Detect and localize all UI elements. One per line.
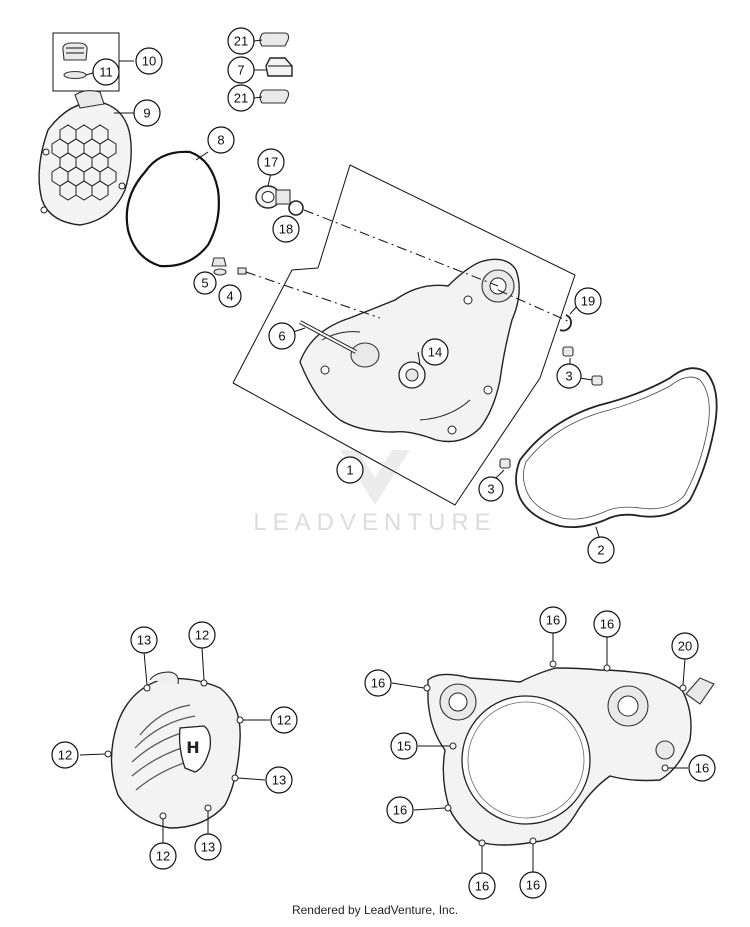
callout-label: 7 (237, 63, 244, 78)
callout-label: 16 (526, 878, 540, 893)
callout-label: 9 (143, 106, 150, 121)
callout-12[interactable]: 12 (149, 842, 177, 870)
callout-label: 16 (475, 879, 489, 894)
callout-12[interactable]: 12 (51, 741, 79, 769)
callout-label: 3 (565, 369, 572, 384)
cover-gasket-ring (125, 150, 220, 268)
callout-label: 8 (217, 133, 224, 148)
callout-label: 13 (272, 773, 286, 788)
assembly-lines (245, 209, 571, 366)
callout-label: 2 (597, 543, 604, 558)
inner-clutch-cover (299, 258, 520, 443)
callout-11[interactable]: 11 (92, 58, 120, 86)
callout-19[interactable]: 19 (574, 287, 602, 315)
callout-21[interactable]: 21 (227, 27, 255, 55)
callout-label: 16 (546, 613, 560, 628)
callout-label: 12 (195, 628, 209, 643)
callout-label: 16 (393, 803, 407, 818)
callout-2[interactable]: 2 (587, 536, 615, 564)
clutch-cover-frame (232, 164, 576, 506)
callout-15[interactable]: 15 (390, 732, 418, 760)
callout-3[interactable]: 3 (556, 363, 582, 389)
callout-label: 5 (201, 276, 208, 291)
callout-label: 1 (346, 463, 353, 478)
callout-label: 16 (600, 617, 614, 632)
callout-13[interactable]: 13 (130, 626, 158, 654)
husqvarna-logo: H (186, 738, 199, 757)
callout-13[interactable]: 13 (194, 833, 222, 861)
callout-label: 13 (137, 633, 151, 648)
callout-label: 16 (695, 761, 709, 776)
callout-16[interactable]: 16 (688, 754, 716, 782)
callout-5[interactable]: 5 (193, 271, 217, 295)
callout-label: 20 (678, 639, 692, 654)
callout-label: 21 (234, 34, 248, 49)
callout-18[interactable]: 18 (272, 215, 300, 243)
callout-3[interactable]: 3 (478, 476, 504, 502)
filler-cap-assembly (52, 32, 134, 92)
footer-credit: Rendered by LeadVenture, Inc. (291, 903, 459, 917)
callout-4[interactable]: 4 (218, 284, 242, 308)
clutch-cover-gasket (515, 367, 718, 541)
callout-16[interactable]: 16 (519, 871, 547, 899)
callout-label: 12 (277, 713, 291, 728)
callout-1[interactable]: 1 (336, 456, 364, 484)
callout-label: 3 (487, 482, 494, 497)
outer-cover-husqvarna: H (79, 647, 270, 843)
callout-label: 11 (99, 65, 113, 80)
callout-16[interactable]: 16 (593, 610, 621, 638)
callout-label: 16 (371, 676, 385, 691)
shaft (292, 320, 357, 354)
callout-12[interactable]: 12 (270, 706, 298, 734)
callout-label: 15 (397, 739, 411, 754)
plug-and-seals (253, 32, 293, 104)
callout-label: 13 (201, 840, 215, 855)
watermark-text: LEADVENTURE (253, 509, 496, 536)
callout-20[interactable]: 20 (671, 632, 699, 660)
callout-label: 12 (58, 748, 72, 763)
callout-label: 18 (279, 222, 293, 237)
callout-14[interactable]: 14 (421, 338, 449, 366)
callout-21[interactable]: 21 (227, 84, 255, 112)
callout-10[interactable]: 10 (135, 47, 163, 75)
callout-label: 14 (428, 345, 442, 360)
circlip (559, 304, 579, 332)
inner-cover-back (391, 632, 715, 872)
callout-17[interactable]: 17 (257, 148, 285, 176)
callout-label: 21 (234, 91, 248, 106)
shaft-seal-and-ring (255, 172, 304, 216)
outer-clutch-cover (38, 89, 134, 226)
callout-label: 6 (278, 329, 285, 344)
callout-9[interactable]: 9 (133, 99, 161, 127)
screw-plug-and-washer (211, 257, 247, 276)
callout-16[interactable]: 16 (539, 606, 567, 634)
dowel-sleeves (495, 346, 603, 479)
callout-16[interactable]: 16 (386, 796, 414, 824)
callout-label: 19 (581, 294, 595, 309)
callout-label: 4 (226, 289, 233, 304)
callout-16[interactable]: 16 (468, 872, 496, 900)
watermark: LEADVENTURE (253, 450, 496, 536)
callout-16[interactable]: 16 (364, 669, 392, 697)
callout-12[interactable]: 12 (188, 621, 216, 649)
callout-8[interactable]: 8 (207, 126, 235, 154)
callout-6[interactable]: 6 (268, 322, 296, 350)
callout-label: 17 (264, 155, 278, 170)
callout-label: 10 (142, 54, 156, 69)
callout-label: 12 (156, 849, 170, 864)
callouts: 10 11 21 7 21 9 8 17 18 5 4 19 6 14 3 1 … (51, 27, 716, 900)
callout-7[interactable]: 7 (227, 56, 255, 84)
callout-13[interactable]: 13 (265, 766, 293, 794)
